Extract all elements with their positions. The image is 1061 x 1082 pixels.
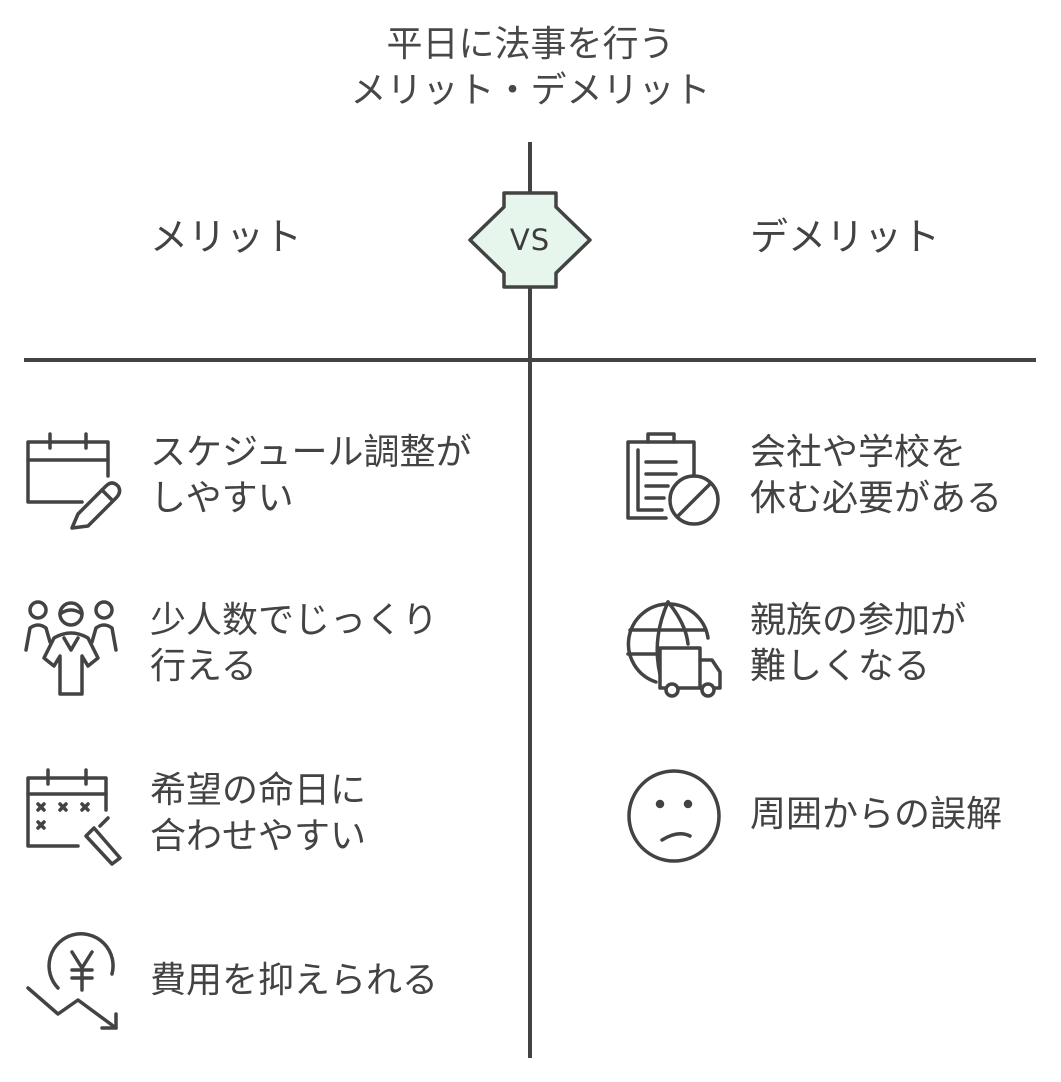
vs-label: VS [509, 223, 551, 257]
merit-item-4: 費用を抑えられる [150, 958, 438, 1004]
demerit-heading: デメリット [750, 215, 941, 259]
people-group-icon [22, 598, 122, 698]
calendar-marked-icon [22, 766, 122, 866]
demerit-item-3-line-1: 周囲からの誤解 [750, 794, 1003, 835]
merit-item-1-line-2: しやすい [150, 478, 294, 519]
demerit-item-3: 周囲からの誤解 [750, 792, 1002, 838]
title-line-2: メリット・デメリット [350, 70, 711, 111]
calendar-pencil-icon [22, 430, 122, 530]
yen-down-arrow-icon [22, 932, 122, 1032]
globe-truck-icon [624, 598, 724, 698]
demerit-item-1-line-1: 会社や学校を [750, 432, 967, 473]
clipboard-prohibited-icon [624, 430, 724, 530]
demerit-item-1-line-2: 休む必要がある [750, 478, 1003, 519]
merit-heading: メリット [150, 215, 303, 259]
merit-item-2-line-1: 少人数でじっくり [150, 600, 439, 641]
demerit-item-2: 親族の参加が 難しくなる [750, 598, 966, 690]
merit-item-3-line-1: 希望の命日に [150, 770, 367, 811]
vs-badge [468, 191, 592, 289]
merit-item-3-line-2: 合わせやすい [150, 816, 367, 857]
merit-item-3: 希望の命日に 合わせやすい [150, 768, 366, 860]
title-line-1: 平日に法事を行う [386, 24, 675, 65]
demerit-item-2-line-1: 親族の参加が [750, 600, 967, 641]
merit-item-4-line-1: 費用を抑えられる [150, 960, 439, 1001]
merit-item-2: 少人数でじっくり 行える [150, 598, 438, 690]
diagram-title: 平日に法事を行う メリット・デメリット [0, 22, 1061, 114]
merit-item-2-line-2: 行える [150, 646, 257, 687]
demerit-item-1: 会社や学校を 休む必要がある [750, 430, 1002, 522]
merit-item-1-line-1: スケジュール調整が [150, 432, 472, 473]
sad-face-icon [624, 768, 724, 868]
demerit-item-2-line-2: 難しくなる [750, 646, 931, 687]
merit-item-1: スケジュール調整が しやすい [150, 430, 471, 522]
